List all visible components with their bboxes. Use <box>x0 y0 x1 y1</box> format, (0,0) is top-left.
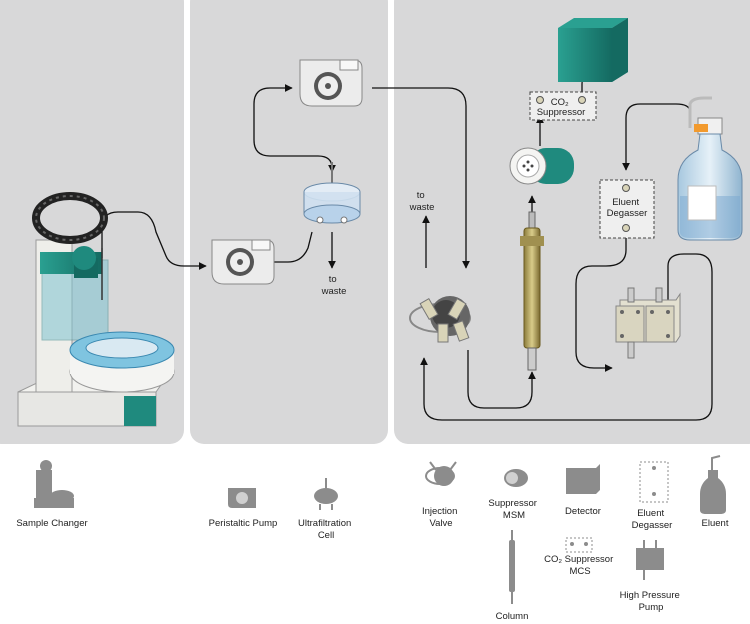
peristaltic-pump-icon <box>228 488 256 508</box>
legend-eluent-degasser: Eluent Degasser <box>632 508 673 531</box>
injection-valve-device <box>409 296 471 343</box>
eluent-degasser-icon <box>639 461 669 503</box>
legend-detector: Detector <box>565 506 601 517</box>
svg-text:Eluent Degasser: Eluent Degasser <box>607 197 648 219</box>
ultrafiltration-cell <box>303 162 361 224</box>
legend-ultrafiltration-cell: Ultrafiltration Cell <box>298 518 354 541</box>
column-icon <box>509 530 515 604</box>
legend-co2-suppressor-mcs: CO₂ Suppressor MCS <box>544 554 616 577</box>
degasser-label-line1: Eluent <box>612 197 639 208</box>
sample-changer-icon <box>34 460 74 508</box>
peristaltic-pump-2 <box>299 59 363 107</box>
waste-label-bottom: to waste <box>321 274 347 297</box>
injection-valve-icon <box>425 461 457 486</box>
co2-suppressor-device: CO₂ Suppressor <box>529 91 597 121</box>
legend-column: Column <box>496 611 529 622</box>
degasser-label-line2: Degasser <box>607 208 648 219</box>
eluent-bottle-device <box>677 96 743 241</box>
legend: Sample Changer Peristaltic Pump Ultrafil… <box>16 455 729 622</box>
detector-icon <box>566 464 600 494</box>
svg-text:CO₂ Suppressor: CO₂ Suppressor <box>537 97 586 118</box>
peristaltic-pump-1 <box>211 239 275 285</box>
ultrafiltration-cell-icon <box>314 478 338 510</box>
eluent-bottle-icon <box>700 455 726 514</box>
legend-eluent: Eluent <box>702 518 729 529</box>
column-device <box>520 211 544 371</box>
eluent-degasser-device: Eluent Degasser <box>599 179 655 239</box>
co2-label-line2: Suppressor <box>537 107 586 118</box>
detector-device <box>558 18 628 82</box>
waste-label-top: to waste <box>409 190 435 213</box>
legend-peristaltic-pump: Peristaltic Pump <box>209 518 278 529</box>
co2-suppressor-icon <box>565 537 593 553</box>
panel-pretreatment <box>190 0 388 444</box>
sample-changer-device <box>17 192 175 427</box>
legend-suppressor-msm: Suppressor MSM <box>488 498 539 521</box>
legend-injection-valve: Injection Valve <box>422 506 460 529</box>
suppressor-msm-icon <box>504 469 528 487</box>
legend-sample-changer: Sample Changer <box>16 518 87 529</box>
suppressor-msm-device <box>509 147 574 185</box>
high-pressure-pump-icon <box>636 540 664 580</box>
co2-label-line1: CO₂ <box>551 97 569 108</box>
high-pressure-pump-device <box>615 287 681 359</box>
legend-high-pressure-pump: High Pressure Pump <box>620 590 683 613</box>
